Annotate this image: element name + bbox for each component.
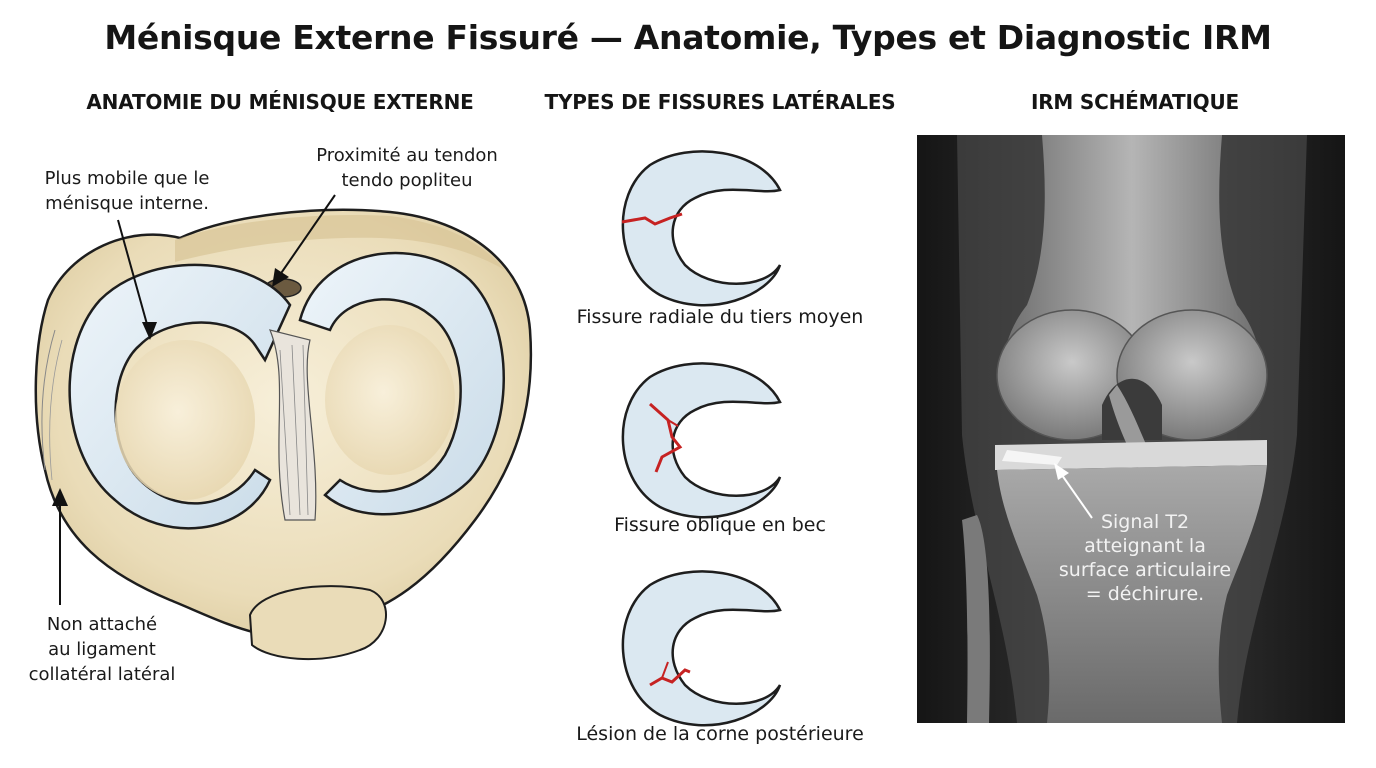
joint-space <box>995 440 1267 470</box>
tear-oblique-diagram <box>621 362 782 519</box>
anatomy-section-title: ANATOMIE DU MÉNISQUE EXTERNE <box>86 90 474 114</box>
page-title: Ménisque Externe Fissuré — Anatomie, Typ… <box>104 18 1272 57</box>
caption-posterior-horn: Lésion de la corne postérieure <box>576 723 864 745</box>
mobile-arrow <box>117 219 151 336</box>
label-mobility: Plus mobile que le ménisque interne. <box>44 168 210 214</box>
label-ligament: Non attaché au ligament collatéral latér… <box>28 614 176 685</box>
medial-meniscus <box>298 251 505 516</box>
tear-radial-diagram <box>621 150 782 307</box>
mri-label: Signal T2 atteignant la surface articula… <box>1058 511 1232 605</box>
caption-oblique: Fissure oblique en bec <box>614 514 826 536</box>
anatomy-illustration <box>34 194 533 660</box>
caption-radial: Fissure radiale du tiers moyen <box>576 306 864 328</box>
tibia <box>997 465 1267 723</box>
lateral-meniscus <box>68 263 292 530</box>
tear-posterior-horn-diagram <box>621 570 782 727</box>
t2-signal <box>1002 450 1062 465</box>
types-section-title: TYPES DE FISSURES LATÉRALES <box>544 90 896 114</box>
mri-section-title: IRM SCHÉMATIQUE <box>1030 90 1239 114</box>
popliteus-arrow <box>274 194 336 283</box>
label-popliteus: Proximité au tendon tendo popliteu <box>316 145 498 191</box>
mri-illustration <box>917 135 1345 723</box>
